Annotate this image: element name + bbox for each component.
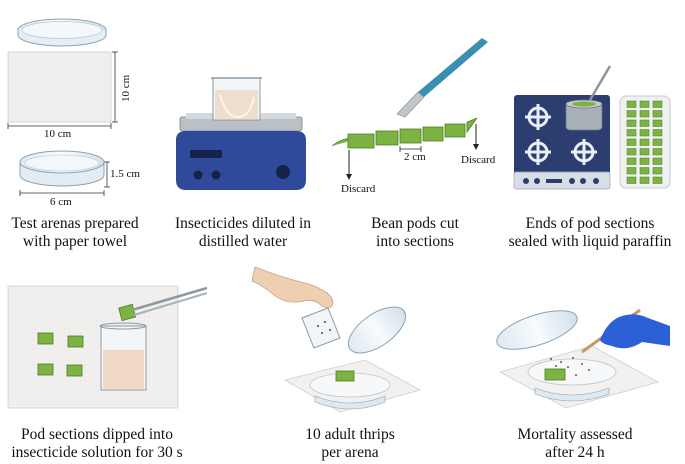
forceps-icon — [131, 286, 208, 316]
caption-bean-pods-cut: Bean pods cut into sections — [345, 215, 485, 251]
caption-insecticides-diluted: Insecticides diluted in distilled water — [158, 215, 328, 251]
petri-dish — [19, 150, 105, 187]
sealed-pod-section — [626, 148, 637, 156]
test-arena — [498, 345, 660, 409]
caption-pod-sections-dipped: Pod sections dipped into insecticide sol… — [2, 426, 192, 462]
sealed-pod-section — [652, 138, 663, 146]
vial-icon — [301, 307, 341, 349]
caption-line: Mortality assessed — [517, 426, 633, 443]
sealed-pod-section — [626, 100, 637, 108]
discard-right-label: Discard — [461, 154, 496, 166]
sealed-pod-section — [639, 148, 650, 156]
caption-test-arenas: Test arenas prepared with paper towel — [0, 215, 150, 251]
sealed-pod-section — [639, 167, 650, 175]
magnetic-hotplate-icon — [176, 113, 306, 190]
dish-height-label: 1.5 cm — [110, 168, 140, 180]
sealed-pod-section — [652, 119, 663, 127]
sealed-pod-section — [652, 176, 663, 184]
caption-ends-sealed: Ends of pod sections sealed with liquid … — [498, 215, 682, 251]
petri-dish-lid — [347, 306, 407, 354]
sealed-pod-section — [639, 129, 650, 137]
caption-line: into sections — [376, 233, 454, 250]
caption-line: sealed with liquid paraffin — [508, 233, 672, 250]
caption-line: with paper towel — [22, 233, 128, 250]
caption-line: Bean pods cut — [371, 215, 459, 232]
sealed-pod-section — [626, 138, 637, 146]
beaker-icon — [99, 322, 147, 391]
sealed-pod-section — [652, 100, 663, 108]
sealed-pod-section — [626, 176, 637, 184]
sealed-pod-section — [639, 138, 650, 146]
caption-line: Ends of pod sections — [525, 215, 655, 232]
sealed-pod-section — [639, 157, 650, 165]
caption-line: Insecticides diluted in — [174, 215, 312, 232]
sealed-pod-section — [626, 110, 637, 118]
caption-line: 10 adult thrips — [305, 426, 395, 443]
sealed-pod-section — [652, 148, 663, 156]
paper-towel — [7, 285, 179, 409]
sealed-pod-section — [626, 129, 637, 137]
pod-section-length-label: 2 cm — [404, 151, 426, 163]
caption-line: insecticide solution for 30 s — [11, 444, 183, 461]
sealed-pod-section — [639, 100, 650, 108]
bean-pod-icon — [331, 117, 478, 149]
caption-line: per arena — [321, 444, 379, 461]
sealed-pod-section — [652, 129, 663, 137]
pod-section-icon — [37, 303, 137, 377]
caption-adult-thrips: 10 adult thrips per arena — [285, 426, 415, 462]
sealed-pod-section — [652, 157, 663, 165]
paper-height-label: 10 cm — [120, 74, 132, 102]
sealed-pod-section — [652, 110, 663, 118]
caption-line: Pod sections dipped into — [21, 426, 173, 443]
dish-width-label: 6 cm — [50, 196, 72, 208]
caption-line: distilled water — [198, 233, 288, 250]
sealed-pod-section — [639, 176, 650, 184]
petri-dish-lid — [17, 18, 107, 47]
paper-width-label: 10 cm — [44, 128, 72, 140]
sealed-pod-section — [652, 167, 663, 175]
hand-icon — [251, 266, 334, 309]
caption-mortality-assessed: Mortality assessed after 24 h — [500, 426, 650, 462]
sealed-pod-section — [626, 167, 637, 175]
paraffin-pot-icon — [565, 65, 612, 131]
beaker-icon — [211, 77, 262, 121]
sealed-pod-section — [639, 119, 650, 127]
caption-line: after 24 h — [545, 444, 605, 461]
caption-line: Test arenas prepared — [11, 215, 139, 232]
test-arena — [283, 359, 422, 413]
scalpel-icon — [396, 38, 488, 118]
sealed-pod-section — [626, 157, 637, 165]
sealed-pod-section — [639, 110, 650, 118]
gloved-hand-icon — [600, 314, 670, 349]
petri-dish-lid — [496, 310, 578, 350]
discard-left-label: Discard — [341, 183, 376, 195]
paper-towel — [7, 51, 112, 123]
sealed-pod-section — [626, 119, 637, 127]
pod-section-tray — [619, 95, 671, 189]
